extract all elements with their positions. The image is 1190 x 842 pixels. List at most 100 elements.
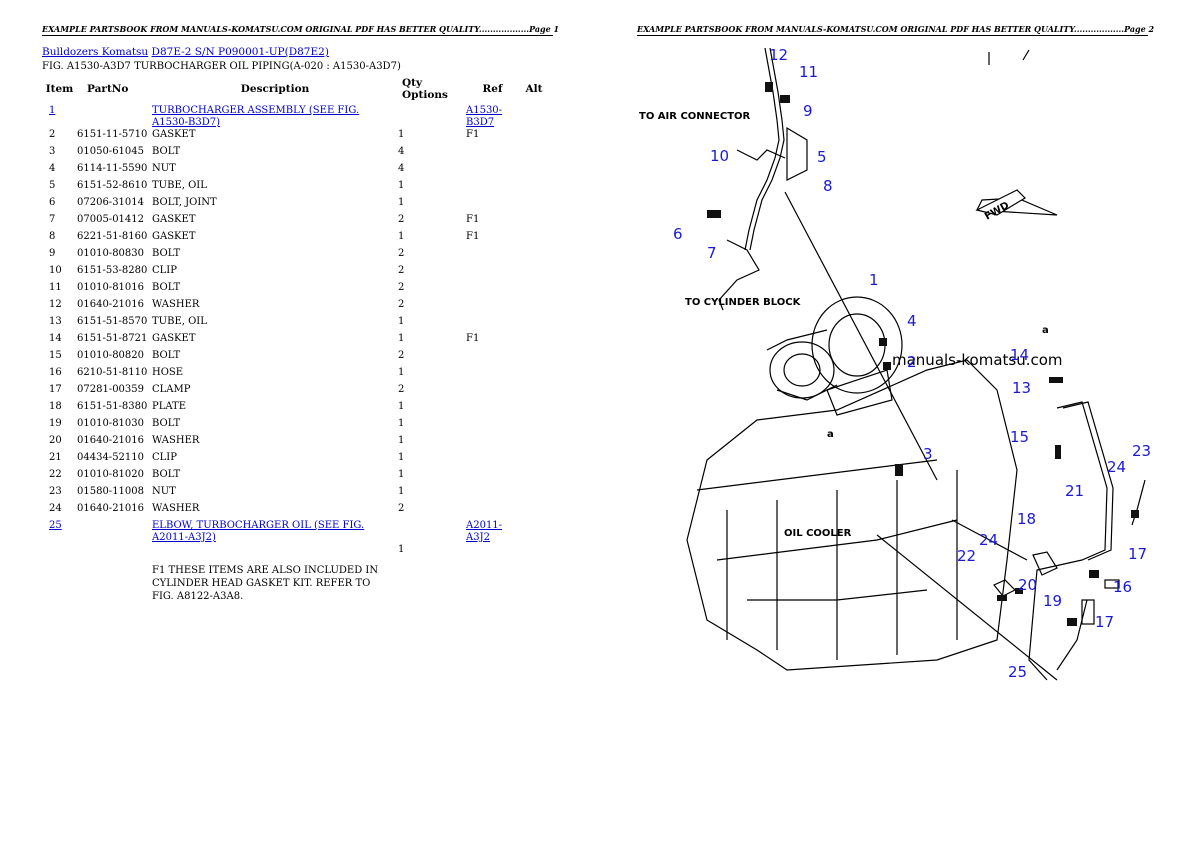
cell-item-text: 24 bbox=[49, 503, 62, 514]
cell-qty: 1 bbox=[398, 129, 466, 146]
cell-item-text: 23 bbox=[49, 486, 62, 497]
cell-description-link[interactable]: ELBOW, TURBOCHARGER OIL (SEE FIG. A2011-… bbox=[152, 520, 365, 543]
cell-partno: 07206-31014 bbox=[77, 197, 152, 214]
cell-qty-text: 1 bbox=[398, 180, 405, 191]
cell-qty: 1 bbox=[398, 401, 466, 418]
cell-alt bbox=[519, 435, 549, 452]
cell-ref bbox=[466, 350, 519, 367]
cell-item-text: 18 bbox=[49, 401, 62, 412]
cell-qty-text: 4 bbox=[398, 163, 405, 174]
callout-16: 16 bbox=[1113, 578, 1132, 596]
cell-ref bbox=[466, 401, 519, 418]
cell-alt bbox=[519, 418, 549, 435]
cell-ref-link[interactable]: A1530-B3D7 bbox=[466, 105, 503, 128]
cell-qty: 2 bbox=[398, 299, 466, 316]
cell-partno: 07005-01412 bbox=[77, 214, 152, 231]
fasteners bbox=[707, 82, 1139, 626]
cell-item: 2 bbox=[42, 129, 77, 146]
callout-3: 3 bbox=[923, 445, 933, 463]
cell-ref bbox=[466, 435, 519, 452]
cell-qty: 1 bbox=[398, 544, 466, 561]
cell-partno-text: 6151-51-8721 bbox=[77, 333, 148, 344]
oil-cooler-label: OIL COOLER bbox=[784, 528, 852, 539]
cell-description: CLIP bbox=[152, 265, 398, 282]
cell-item: 10 bbox=[42, 265, 77, 282]
cell-ref-text: F1 bbox=[466, 214, 480, 225]
cell-partno-text: 01010-81020 bbox=[77, 469, 145, 480]
callout-2: 2 bbox=[907, 353, 917, 371]
cell-partno-text: 07005-01412 bbox=[77, 214, 145, 225]
cell-partno-text: 01580-11008 bbox=[77, 486, 145, 497]
cell-qty-text: 2 bbox=[398, 299, 405, 310]
cell-item-link[interactable]: 1 bbox=[49, 105, 56, 116]
cell-description: NUT bbox=[152, 486, 398, 503]
breadcrumb-model-link[interactable]: D87E-2 S/N P090001-UP(D87E2) bbox=[151, 46, 329, 58]
cell-partno-text: 01010-80830 bbox=[77, 248, 145, 259]
cell-description-link[interactable]: TURBOCHARGER ASSEMBLY (SEE FIG. A1530-B3… bbox=[152, 105, 360, 128]
cell-qty: 1 bbox=[398, 316, 466, 333]
cell-ref-text: F1 bbox=[466, 129, 480, 140]
col-alt-header: Alt bbox=[525, 83, 543, 95]
cell-partno-text: 6151-52-8610 bbox=[77, 180, 148, 191]
cell-description-text: WASHER bbox=[152, 299, 200, 310]
cell-partno-text: 6114-11-5590 bbox=[77, 163, 148, 174]
cell-item: 24 bbox=[42, 503, 77, 520]
cell-partno-text: 04434-52110 bbox=[77, 452, 145, 463]
cell-ref bbox=[466, 544, 519, 561]
cell-qty-text: 2 bbox=[398, 214, 405, 225]
cell-ref bbox=[466, 418, 519, 435]
col-partno-header: PartNo bbox=[87, 83, 129, 95]
cell-ref bbox=[466, 452, 519, 469]
cell-description-text: BOLT bbox=[152, 350, 181, 361]
cell-ref-link[interactable]: A2011-A3J2 bbox=[466, 520, 503, 543]
cell-description bbox=[152, 544, 398, 561]
cell-item-text: 7 bbox=[49, 214, 56, 225]
cell-description-text: WASHER bbox=[152, 435, 200, 446]
cell-qty-text: 1 bbox=[398, 435, 405, 446]
cell-item-link[interactable]: 25 bbox=[49, 520, 62, 531]
cell-description-text: HOSE bbox=[152, 367, 184, 378]
callout-23: 23 bbox=[1132, 442, 1151, 460]
cell-description: WASHER bbox=[152, 503, 398, 520]
cell-item: 22 bbox=[42, 469, 77, 486]
page-header-right: EXAMPLE PARTSBOOK FROM MANUALS-KOMATSU.C… bbox=[637, 24, 1155, 36]
cell-qty bbox=[398, 520, 466, 544]
cell-item-text: 21 bbox=[49, 452, 62, 463]
cell-item-text: 12 bbox=[49, 299, 62, 310]
cell-partno-text: 6210-51-8110 bbox=[77, 367, 148, 378]
cell-alt bbox=[519, 214, 549, 231]
cell-ref: F1 bbox=[466, 333, 519, 350]
cell-ref bbox=[466, 367, 519, 384]
cell-description-text: PLATE bbox=[152, 401, 187, 412]
cell-description: ELBOW, TURBOCHARGER OIL (SEE FIG. A2011-… bbox=[152, 520, 398, 544]
cell-description-text: TUBE, OIL bbox=[152, 180, 207, 191]
cell-qty: 1 bbox=[398, 197, 466, 214]
cell-qty: 1 bbox=[398, 418, 466, 435]
cell-partno bbox=[77, 520, 152, 544]
cell-item: 13 bbox=[42, 316, 77, 333]
col-qty-header: Qty Options bbox=[402, 77, 448, 101]
cell-description: WASHER bbox=[152, 435, 398, 452]
cell-partno: 07281-00359 bbox=[77, 384, 152, 401]
cell-qty-text: 1 bbox=[398, 367, 405, 378]
cell-partno-text: 01640-21016 bbox=[77, 503, 145, 514]
cell-item-text: 9 bbox=[49, 248, 56, 259]
cell-qty-text: 1 bbox=[398, 316, 405, 327]
cell-qty-text: 2 bbox=[398, 265, 405, 276]
col-item-header: Item bbox=[45, 83, 74, 95]
breadcrumb-brand-link[interactable]: Bulldozers Komatsu bbox=[42, 46, 149, 58]
callout-4: 4 bbox=[907, 312, 917, 330]
cell-ref bbox=[466, 282, 519, 299]
callout-7: 7 bbox=[707, 244, 717, 262]
cell-partno: 6151-52-8610 bbox=[77, 180, 152, 197]
cell-qty: 2 bbox=[398, 214, 466, 231]
cell-item: 15 bbox=[42, 350, 77, 367]
cell-partno-text: 01010-81030 bbox=[77, 418, 145, 429]
